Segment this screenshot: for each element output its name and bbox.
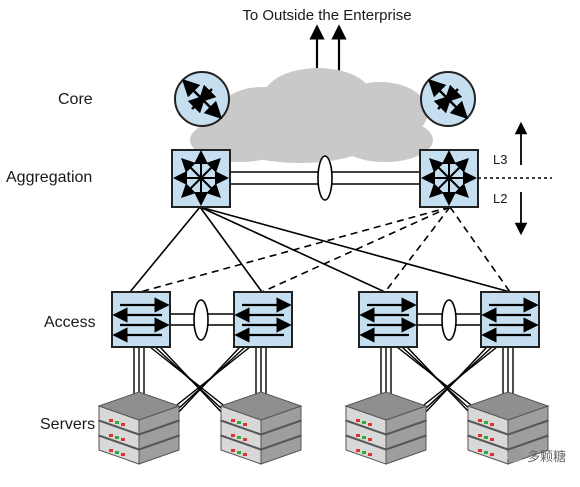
aggregation-interlink: [230, 155, 420, 201]
access-switch-4: [480, 291, 540, 348]
agg-access-links-dashed: [139, 206, 511, 293]
aggregation-switch-right: [419, 149, 479, 208]
layer-label-lower: L2: [493, 191, 507, 206]
agg-access-links: [129, 206, 511, 293]
core-router-left: [174, 71, 230, 127]
access-switch-3: [358, 291, 418, 348]
server-stack-2: [219, 391, 303, 465]
tier-label-core: Core: [58, 91, 93, 108]
server-stack-3: [344, 391, 428, 465]
diagram-title: To Outside the Enterprise: [242, 7, 411, 24]
enterprise-cloud: [190, 68, 433, 163]
server-stack-1: [97, 391, 181, 465]
tier-label-aggregation: Aggregation: [6, 169, 92, 186]
access-interlink-right: [417, 299, 482, 341]
access-switch-2: [233, 291, 293, 348]
access-server-links: [133, 346, 514, 433]
aggregation-switch-left: [171, 149, 231, 208]
access-interlink-left: [170, 299, 235, 341]
access-switch-1: [111, 291, 171, 348]
watermark: 多颗糖: [506, 446, 566, 465]
core-router-right: [420, 71, 476, 127]
watermark-text: 多颗糖: [526, 450, 566, 465]
tier-label-servers: Servers: [40, 416, 95, 433]
layer-label-upper: L3: [493, 152, 507, 167]
tier-label-access: Access: [44, 314, 96, 331]
chat-bubble-icon: [506, 449, 523, 462]
